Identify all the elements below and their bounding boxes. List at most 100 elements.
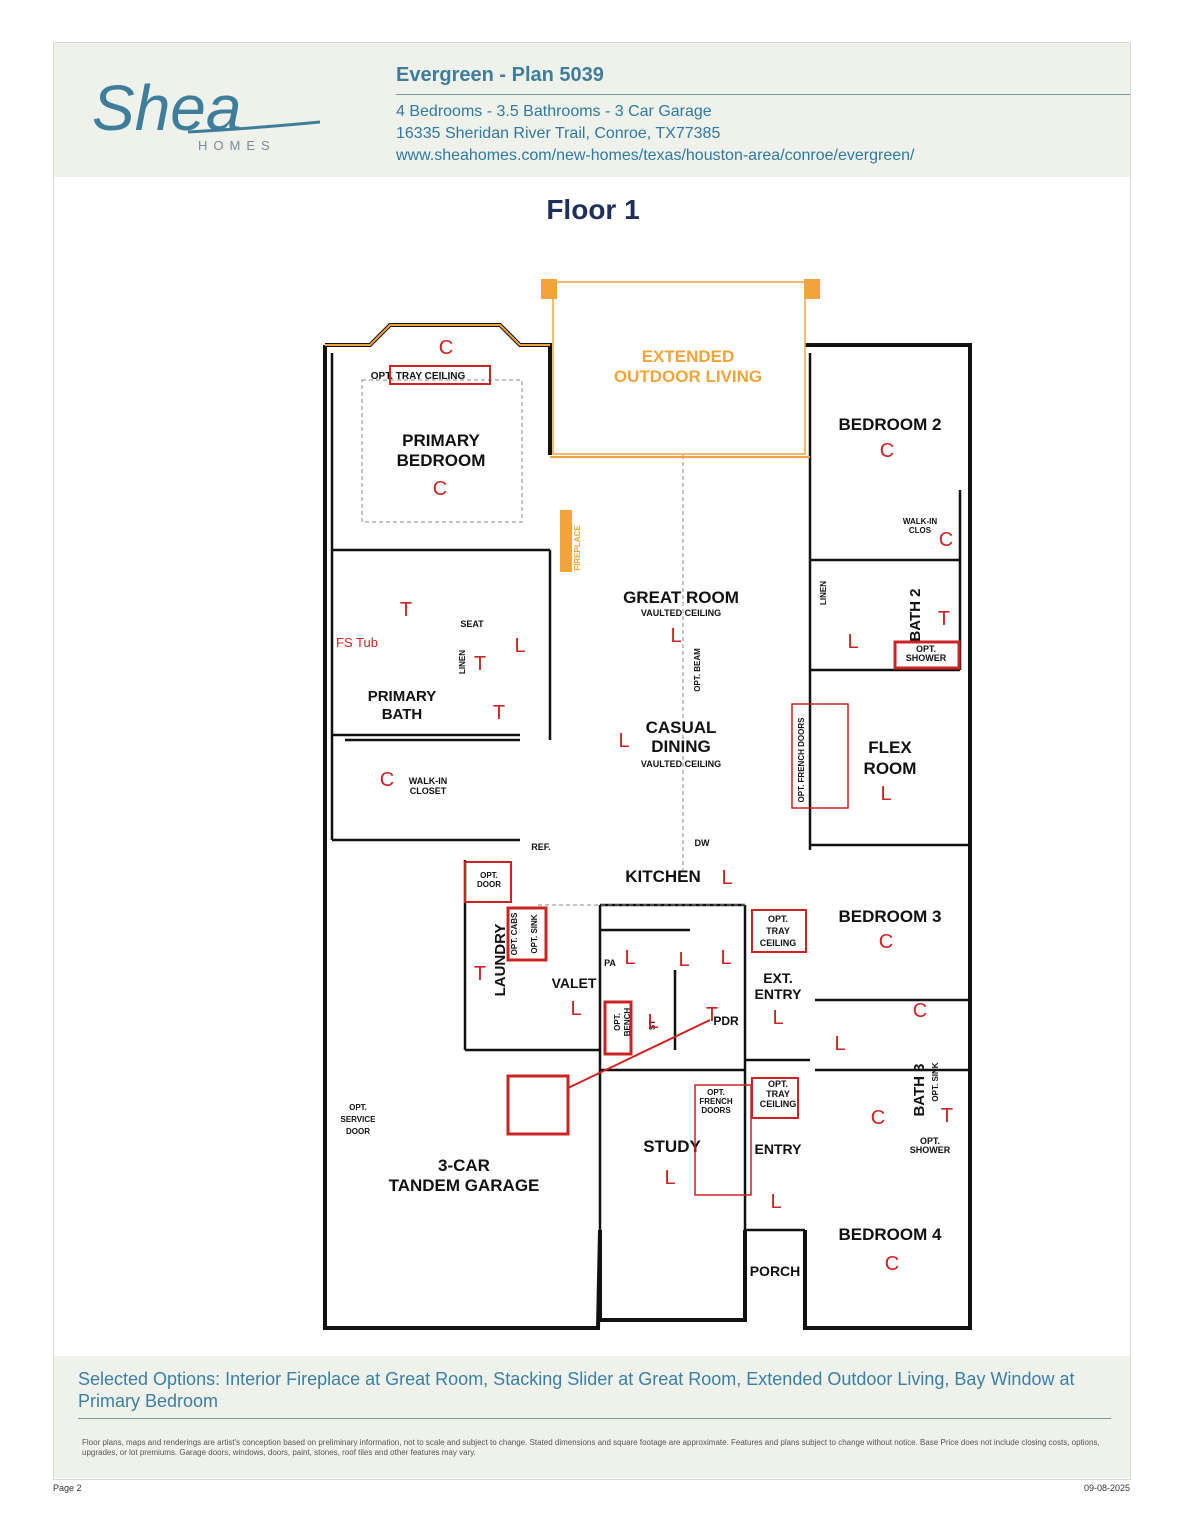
- room-label: PDR: [713, 1014, 739, 1028]
- plan-title: Evergreen - Plan 5039: [396, 64, 604, 86]
- tile-marker: T: [941, 1105, 953, 1127]
- option-label: TRAY: [766, 926, 790, 936]
- room-label: CLOSET: [410, 786, 447, 796]
- carpet-marker: C: [871, 1107, 885, 1129]
- lvp-marker: L: [772, 1007, 783, 1029]
- room-label: PRIMARY: [368, 688, 437, 705]
- option-label: BENCH: [623, 1008, 632, 1037]
- outdoor-label-1: EXTENDED: [642, 347, 735, 366]
- page-date: 09-08-2025: [1083, 1483, 1130, 1493]
- lvp-marker: L: [647, 1011, 658, 1033]
- carpet-marker: C: [380, 769, 394, 791]
- room-label: KITCHEN: [625, 867, 701, 886]
- option-label: DOOR: [477, 880, 501, 889]
- option-label: CEILING: [760, 1099, 797, 1109]
- option-label: OPT.: [613, 1013, 622, 1031]
- logo-script: Shea: [92, 72, 241, 144]
- carpet-marker: C: [913, 1000, 927, 1022]
- carpet-marker: C: [880, 440, 894, 462]
- room-label: VAULTED CEILING: [641, 608, 721, 618]
- footer-band: [54, 1356, 1130, 1478]
- option-label: SHOWER: [906, 653, 947, 663]
- floor-plan: EXTENDED OUTDOOR LIVING FIREPLACE PRIMAR…: [323, 279, 972, 1330]
- lvp-marker: L: [570, 998, 581, 1020]
- room-label: EXT.: [763, 970, 793, 986]
- option-label: OPT.: [920, 1136, 940, 1146]
- option-highlights: [389, 365, 961, 1196]
- extended-outdoor-living: [325, 279, 820, 572]
- option-label: DOORS: [701, 1106, 731, 1115]
- room-label: LAUNDRY: [492, 924, 509, 997]
- room-label: BEDROOM 2: [839, 415, 942, 434]
- outdoor-label-2: OUTDOOR LIVING: [614, 367, 762, 386]
- appliance-label: DW: [695, 838, 710, 848]
- floor-title: Floor 1: [546, 194, 640, 225]
- room-label: WALK-IN: [409, 776, 448, 786]
- room-label: BATH: [382, 706, 423, 723]
- lvp-marker: L: [618, 730, 629, 752]
- ceiling-lines: [361, 379, 745, 906]
- room-label: CASUAL: [646, 718, 717, 737]
- room-label: ENTRY: [755, 1141, 803, 1157]
- room-label: LINEN: [458, 650, 467, 674]
- option-label: OPT.: [768, 914, 788, 924]
- option-label: DOOR: [346, 1127, 370, 1136]
- carpet-marker: C: [885, 1253, 899, 1275]
- room-label: SEAT: [460, 619, 484, 629]
- option-label: SHOWER: [910, 1145, 951, 1155]
- lvp-marker: L: [721, 867, 732, 889]
- room-label: BEDROOM 3: [839, 907, 942, 926]
- option-label: OPT.: [707, 1088, 725, 1097]
- lvp-marker: L: [770, 1191, 781, 1213]
- room-label: BATH 2: [907, 588, 924, 641]
- flooring-markers: C C C C T FS Tub T L T C L L L T L L C T…: [336, 337, 953, 1275]
- outdoor-labels: EXTENDED OUTDOOR LIVING FIREPLACE: [573, 347, 762, 571]
- lvp-marker: L: [664, 1167, 675, 1189]
- room-label: BEDROOM 4: [839, 1225, 943, 1244]
- lvp-marker: L: [834, 1033, 845, 1055]
- lvp-marker: L: [670, 625, 681, 647]
- footer-divider: [78, 1418, 1111, 1419]
- room-label: VALET: [552, 975, 597, 991]
- lvp-marker: L: [880, 783, 891, 805]
- disclaimer: Floor plans, maps and renderings are art…: [82, 1438, 1100, 1457]
- room-label: DINING: [651, 737, 711, 756]
- plan-address: 16335 Sheridan River Trail, Conroe, TX77…: [396, 125, 721, 142]
- selected-options: Selected Options: Interior Fireplace at …: [78, 1369, 1075, 1411]
- option-label: OPT. SINK: [530, 914, 539, 953]
- fireplace-label: FIREPLACE: [573, 525, 582, 571]
- option-label: OPT. BEAM: [693, 648, 702, 692]
- option-label: CEILING: [760, 938, 797, 948]
- room-label: ST: [648, 1020, 657, 1030]
- room-label: PRIMARY: [402, 431, 480, 450]
- room-label: BEDROOM: [397, 451, 486, 470]
- room-label: ROOM: [864, 759, 917, 778]
- tile-marker: T: [400, 599, 412, 621]
- option-label: OPT.: [916, 644, 936, 654]
- appliance-label: REF.: [531, 842, 551, 852]
- tub-option-label: FS Tub: [336, 635, 378, 650]
- room-label: LINEN: [819, 581, 828, 605]
- option-label: OPT.: [768, 1079, 788, 1089]
- room-label: ENTRY: [755, 986, 803, 1002]
- carpet-marker: C: [439, 337, 453, 359]
- room-label: BATH 3: [911, 1063, 928, 1116]
- option-label: SERVICE: [341, 1115, 377, 1124]
- page-number: Page 2: [53, 1483, 82, 1493]
- carpet-marker: C: [879, 931, 893, 953]
- room-label: WALK-IN: [903, 517, 937, 526]
- plan-header: Evergreen - Plan 5039 4 Bedrooms - 3.5 B…: [396, 62, 1130, 167]
- plan-url[interactable]: www.sheahomes.com/new-homes/texas/housto…: [396, 147, 915, 164]
- lvp-marker: L: [720, 947, 731, 969]
- option-label: OPT.: [349, 1103, 367, 1112]
- shea-homes-logo: Shea HOMES: [92, 72, 321, 153]
- carpet-marker: C: [939, 529, 953, 551]
- tile-marker: T: [706, 1004, 718, 1026]
- room-label: TANDEM GARAGE: [389, 1176, 540, 1195]
- lvp-marker: L: [678, 949, 689, 971]
- plan-specs: 4 Bedrooms - 3.5 Bathrooms - 3 Car Garag…: [396, 103, 712, 120]
- tile-marker: T: [938, 608, 950, 630]
- room-label: CLOS: [909, 526, 932, 535]
- header-band: [54, 43, 1130, 177]
- logo-subtext: HOMES: [198, 138, 276, 153]
